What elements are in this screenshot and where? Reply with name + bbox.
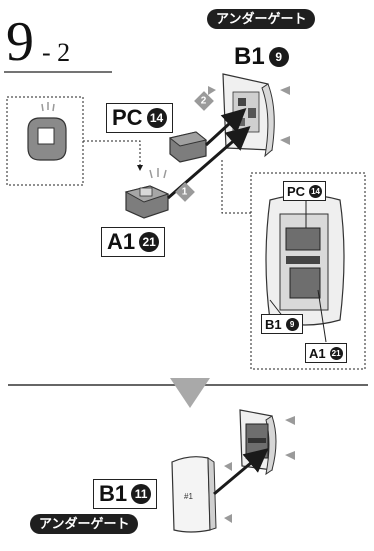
subassembly-bottom bbox=[240, 410, 276, 474]
part-mark: #1 bbox=[184, 492, 193, 501]
b1-part-bottom bbox=[172, 457, 216, 532]
gate-marker bbox=[280, 86, 290, 95]
detail-leader bbox=[83, 141, 140, 170]
gate-marker bbox=[285, 416, 295, 425]
inset-leader bbox=[222, 160, 251, 213]
arrow-subassembly-to-b1 bbox=[214, 452, 264, 494]
next-step-arrow bbox=[170, 378, 210, 408]
gate-marker bbox=[285, 451, 295, 460]
gate-marker bbox=[224, 514, 232, 523]
gate-marker bbox=[280, 136, 290, 145]
gate-detail-part-icon bbox=[28, 102, 66, 160]
gate-marker bbox=[224, 462, 232, 471]
gate-marker bbox=[208, 86, 216, 95]
pc-part-top bbox=[170, 132, 206, 162]
a1-part-top bbox=[126, 168, 168, 218]
